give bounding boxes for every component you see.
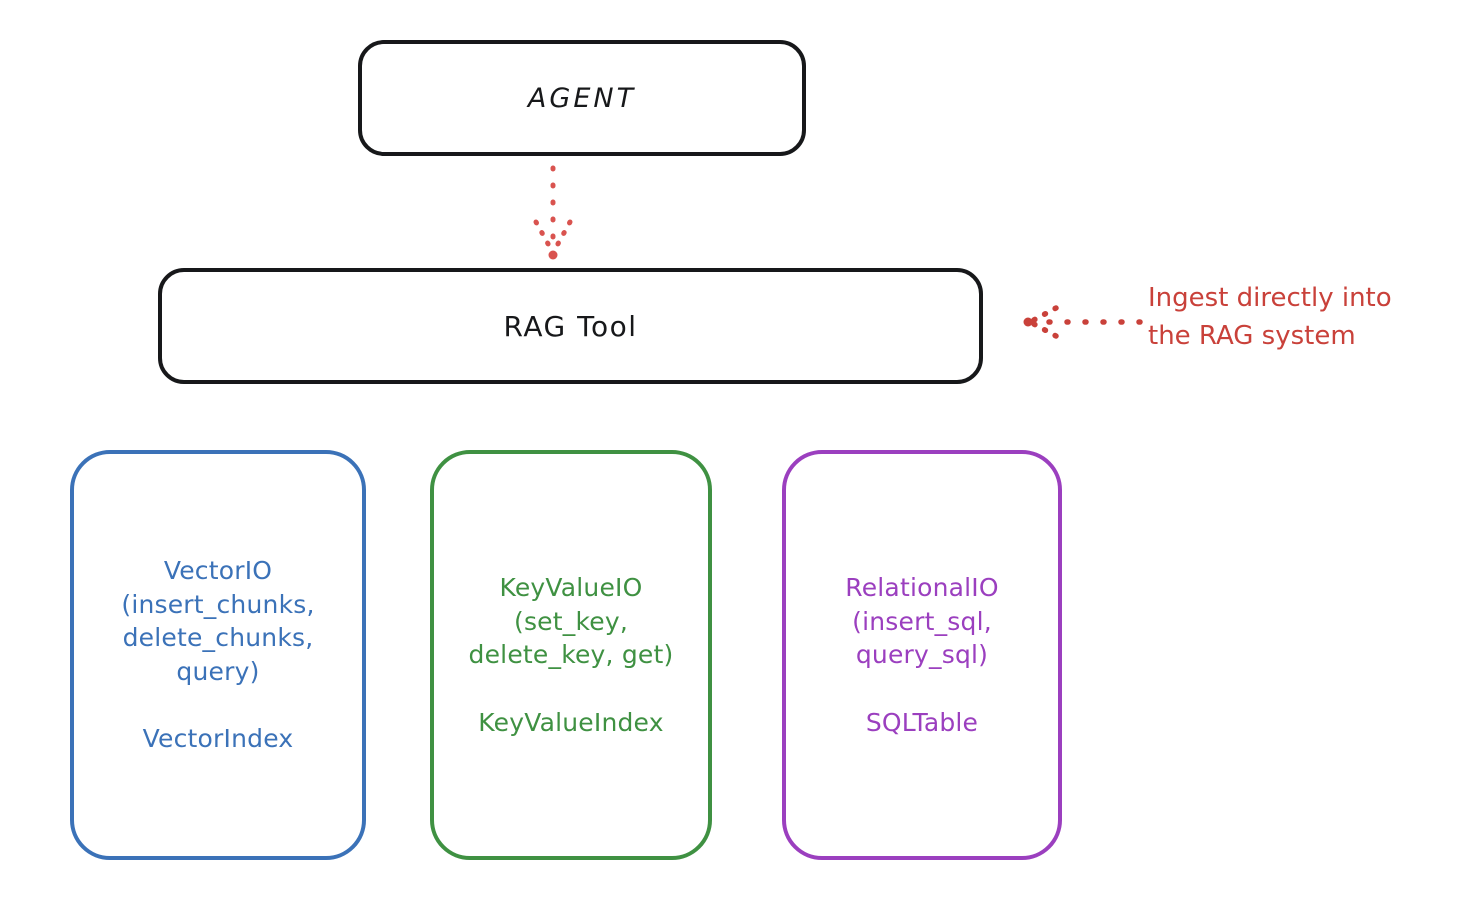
vector-io-index-label: VectorIndex [142, 724, 294, 754]
agent-to-rag-connector [533, 165, 573, 260]
ingest-arrow-tip [1023, 317, 1033, 327]
relational-io-index-label: SQLTable [865, 707, 979, 737]
ingest-annotation-text: Ingest directly into the RAG system [1148, 283, 1392, 351]
rag-tool-node[interactable]: RAG Tool [158, 268, 983, 384]
agent-to-rag-arrowhead-left [533, 219, 555, 254]
agent-to-rag-arrow-tip [548, 250, 558, 260]
rag-tool-node-label: RAG Tool [503, 309, 638, 343]
vector-io-api-label: VectorIO (insert_chunks, delete_chunks, … [121, 556, 315, 686]
relational-io-api-label: RelationalIO (insert_sql, query_sql) [845, 573, 999, 669]
ingest-arrowhead-lower [1029, 320, 1059, 339]
key-value-io-api-label: KeyValueIO (set_key, delete_key, get) [468, 573, 674, 669]
relational-io-node[interactable]: RelationalIO (insert_sql, query_sql) SQL… [782, 450, 1062, 860]
vector-io-node[interactable]: VectorIO (insert_chunks, delete_chunks, … [70, 450, 366, 860]
agent-node[interactable]: AGENT [358, 40, 806, 156]
ingest-to-rag-connector [1023, 305, 1143, 339]
key-value-io-node[interactable]: KeyValueIO (set_key, delete_key, get) Ke… [430, 450, 712, 860]
agent-to-rag-arrowhead-right [551, 219, 573, 254]
key-value-io-index-label: KeyValueIndex [478, 707, 664, 737]
ingest-arrowhead-upper [1029, 305, 1059, 324]
agent-node-label: AGENT [527, 82, 637, 114]
